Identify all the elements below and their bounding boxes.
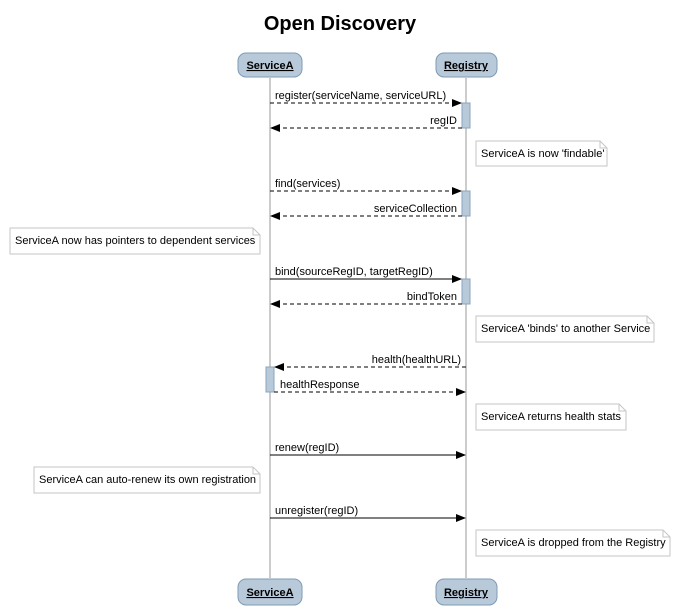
message-renew: renew(regID) [270,442,466,459]
activation-registry-3 [461,278,471,305]
svg-text:healthResponse: healthResponse [280,379,360,391]
svg-text:unregister(regID): unregister(regID) [275,505,358,517]
participant-label: Registry [444,60,489,72]
svg-text:serviceCollection: serviceCollection [374,203,457,215]
svg-text:regID: regID [430,115,457,127]
message-find: find(services) [270,178,462,195]
activation-registry-2 [461,190,471,217]
note-auto-renew: ServiceA can auto-renew its own registra… [33,466,261,494]
note-dropped: ServiceA is dropped from the Registry [475,529,671,557]
participant-label: ServiceA [246,60,293,72]
svg-text:find(services): find(services) [275,178,340,190]
note-findable: ServiceA is now 'findable' [475,140,608,167]
participant-servicea-top[interactable]: ServiceA [237,52,303,78]
participant-registry-bottom[interactable]: Registry [435,578,498,606]
participant-registry-top[interactable]: Registry [435,52,498,78]
svg-text:renew(regID): renew(regID) [275,442,339,454]
note-pointers: ServiceA now has pointers to dependent s… [9,227,261,255]
activation-servicea-1 [265,366,275,393]
message-unregister: unregister(regID) [270,505,466,522]
svg-text:ServiceA is dropped from the R: ServiceA is dropped from the Registry [481,537,666,549]
participant-servicea-bottom[interactable]: ServiceA [237,578,303,606]
svg-text:ServiceA returns health stats: ServiceA returns health stats [481,411,622,423]
note-binds: ServiceA 'binds' to another Service [475,315,655,343]
message-bind: bind(sourceRegID, targetRegID) [270,266,462,283]
svg-text:health(healthURL): health(healthURL) [372,354,461,366]
message-register: register(serviceName, serviceURL) [270,90,462,107]
diagram-title: Open Discovery [264,13,417,35]
message-service-collection: serviceCollection [270,203,462,220]
activation-registry-1 [461,102,471,129]
participant-label: Registry [444,587,489,599]
message-regid: regID [270,115,462,132]
svg-text:bind(sourceRegID, targetRegID): bind(sourceRegID, targetRegID) [275,266,433,278]
svg-text:ServiceA is now 'findable': ServiceA is now 'findable' [481,148,604,160]
message-bind-token: bindToken [270,291,462,308]
svg-text:register(serviceName, serviceU: register(serviceName, serviceURL) [275,90,446,102]
svg-text:bindToken: bindToken [407,291,457,303]
svg-text:ServiceA can auto-renew its ow: ServiceA can auto-renew its own registra… [39,474,256,486]
message-health: health(healthURL) [274,354,466,371]
message-health-response: healthResponse [274,379,466,396]
note-health-stats: ServiceA returns health stats [475,403,627,431]
svg-text:ServiceA 'binds' to another Se: ServiceA 'binds' to another Service [481,323,650,335]
participant-label: ServiceA [246,587,293,599]
svg-text:ServiceA now has pointers to d: ServiceA now has pointers to dependent s… [15,235,256,247]
